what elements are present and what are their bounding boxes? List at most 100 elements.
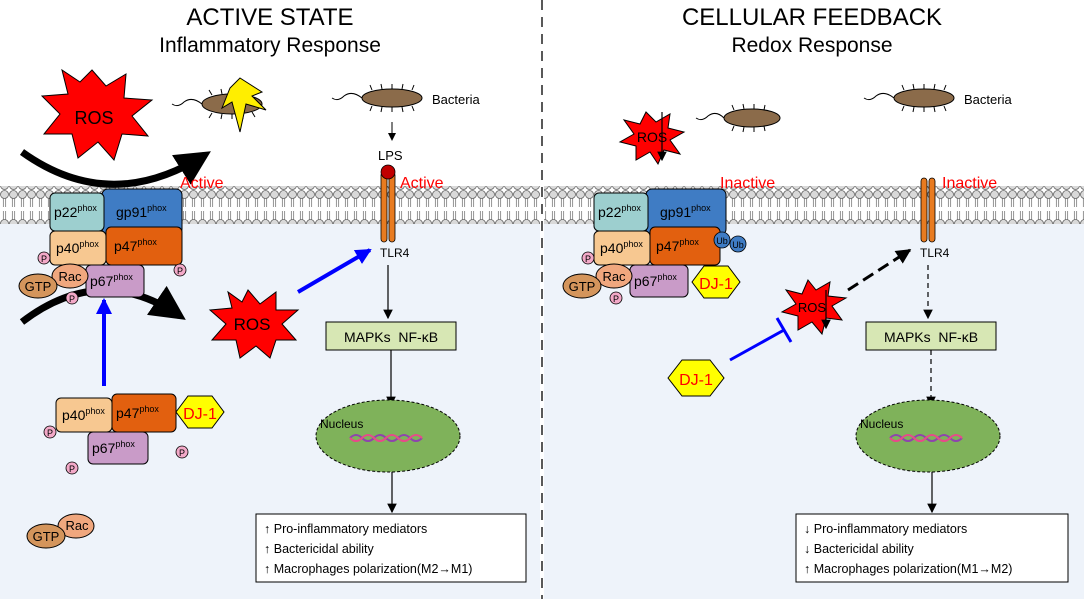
ros-star-mid-left: ROS xyxy=(208,289,300,359)
phospho-p47 xyxy=(173,263,187,277)
svg-text:Rac: Rac xyxy=(58,269,82,284)
right-subtitle: Redox Response xyxy=(731,34,892,57)
tlr4-inactive xyxy=(920,177,936,243)
bacteria-label-left: Bacteria xyxy=(432,92,480,107)
p47-subunit xyxy=(105,226,183,266)
svg-text:Nucleus: Nucleus xyxy=(860,417,903,431)
outcome-right-1: Bactericidal ability xyxy=(814,542,915,556)
nox-status-right: Inactive xyxy=(720,175,775,192)
outcome-arrow-right-1: ↓ xyxy=(804,542,810,556)
bacteria-icon-left xyxy=(331,83,423,113)
svg-text:p67phox: p67phox xyxy=(90,272,133,289)
svg-text:P: P xyxy=(69,294,75,304)
outcome-arrow-right-2: ↑ xyxy=(804,562,810,576)
svg-text:p47phox: p47phox xyxy=(656,237,699,254)
svg-text:Rac: Rac xyxy=(65,518,89,533)
bacteria-icon-right-1 xyxy=(695,103,781,133)
outcome-arrow-left-2: ↑ xyxy=(264,562,270,576)
svg-text:P: P xyxy=(179,448,185,458)
lps-label: LPS xyxy=(378,148,403,163)
svg-text:↑ Macrophages polarization(M1→: ↑ Macrophages polarization(M1→M2) xyxy=(804,562,1012,576)
svg-text:Rac: Rac xyxy=(602,269,626,284)
outcome-left-2: Macrophages polarization(M2→M1) xyxy=(274,562,473,576)
gtp-molecule xyxy=(18,273,58,299)
svg-text:P: P xyxy=(69,464,75,474)
ros-label-mid-left: ROS xyxy=(234,315,271,334)
ubiquitin-1 xyxy=(713,231,731,249)
outcome-box-left xyxy=(255,513,527,583)
svg-text:p40phox: p40phox xyxy=(62,406,105,423)
svg-text:p47phox: p47phox xyxy=(116,404,159,421)
nox-complex-inactive: gp91phox p22phox p40phox p47phox p67phox… xyxy=(562,188,747,305)
ros-star-small-right: ROS xyxy=(618,111,686,166)
phospho-p67 xyxy=(65,291,79,305)
svg-text:↑ Pro-inflammatory mediators: ↑ Pro-inflammatory mediators xyxy=(264,522,427,536)
svg-text:gp91phox: gp91phox xyxy=(116,203,167,220)
svg-text:P: P xyxy=(613,294,619,304)
curved-arrow-top-left xyxy=(19,149,211,188)
svg-text:GTP: GTP xyxy=(33,529,60,544)
ubiquitin-2 xyxy=(729,235,747,253)
svg-text:↓ Pro-inflammatory mediators: ↓ Pro-inflammatory mediators xyxy=(804,522,967,536)
outcome-box-right xyxy=(795,513,1069,583)
left-title: ACTIVE STATE xyxy=(186,4,353,31)
svg-text:p40phox: p40phox xyxy=(56,239,99,256)
mapk-box-right xyxy=(865,321,997,351)
outcome-left-0: Pro-inflammatory mediators xyxy=(274,522,428,536)
bacteria-label-right: Bacteria xyxy=(964,92,1012,107)
svg-text:p22phox: p22phox xyxy=(598,203,641,220)
svg-text:gp91phox: gp91phox xyxy=(660,203,711,220)
svg-text:Ub: Ub xyxy=(716,236,728,246)
svg-text:Ub: Ub xyxy=(732,240,744,250)
dj1-hexagon-free xyxy=(667,359,725,397)
outcome-right-2: Macrophages polarization(M1→M2) xyxy=(814,562,1013,576)
dj1-hexagon-bound xyxy=(691,265,741,299)
mapk-box-left xyxy=(325,321,457,351)
outcome-left-1: Bactericidal ability xyxy=(274,542,375,556)
svg-text:GTP: GTP xyxy=(569,279,596,294)
ros-star-large: ROS xyxy=(40,68,154,161)
dashed-arrow-ros-tlr xyxy=(847,248,912,292)
svg-text:DJ-1: DJ-1 xyxy=(699,276,733,293)
lightning-icon xyxy=(220,77,267,133)
tlr4-label-right: TLR4 xyxy=(920,246,950,260)
dj1-hexagon-left xyxy=(175,395,225,429)
outcome-arrow-left-0: ↑ xyxy=(264,522,270,536)
blue-arrow-ros-tlr xyxy=(296,248,372,294)
svg-text:Nucleus: Nucleus xyxy=(320,417,363,431)
bacteria-icon-right-2 xyxy=(863,83,955,113)
tlr-status-left: Active xyxy=(400,175,444,192)
gtp-rac-free: Rac GTP xyxy=(26,513,95,549)
svg-text:ROS: ROS xyxy=(798,300,827,315)
tlr4-active xyxy=(380,164,396,243)
svg-text:p22phox: p22phox xyxy=(54,203,97,220)
svg-text:P: P xyxy=(47,428,53,438)
svg-text:P: P xyxy=(585,254,591,264)
nox-status-left: Active xyxy=(180,175,224,192)
svg-text:GTP: GTP xyxy=(25,279,52,294)
svg-text:p67phox: p67phox xyxy=(92,439,135,456)
svg-text:MAPKs NF-κB: MAPKs NF-κB xyxy=(344,329,438,345)
outcome-arrow-right-0: ↓ xyxy=(804,522,810,536)
svg-text:ROS: ROS xyxy=(637,129,667,145)
svg-text:DJ-1: DJ-1 xyxy=(183,406,217,423)
tlr4-label-left: TLR4 xyxy=(380,246,410,260)
ros-label-large: ROS xyxy=(74,108,113,128)
tlr-status-right: Inactive xyxy=(942,175,997,192)
outcome-arrow-left-1: ↑ xyxy=(264,542,270,556)
svg-text:↑ Bactericidal ability: ↑ Bactericidal ability xyxy=(264,542,375,556)
svg-text:↑ Macrophages polarization(M2→: ↑ Macrophages polarization(M2→M1) xyxy=(264,562,472,576)
svg-text:↓ Bactericidal ability: ↓ Bactericidal ability xyxy=(804,542,915,556)
svg-text:p67phox: p67phox xyxy=(634,272,677,289)
svg-text:MAPKs NF-κB: MAPKs NF-κB xyxy=(884,329,978,345)
ros-star-mid-right: ROS xyxy=(780,279,848,336)
dna-strand-right xyxy=(889,434,963,442)
nox-complex-resting: p40phox p47phox p67phox DJ-1 P P P xyxy=(43,393,225,475)
lps-molecule xyxy=(380,164,396,180)
svg-text:P: P xyxy=(41,254,47,264)
outcome-right-0: Pro-inflammatory mediators xyxy=(814,522,968,536)
left-subtitle: Inflammatory Response xyxy=(159,34,381,57)
nox-complex-active: gp91phox p22phox p40phox p47phox p67phox… xyxy=(18,188,187,305)
svg-text:p40phox: p40phox xyxy=(600,239,643,256)
